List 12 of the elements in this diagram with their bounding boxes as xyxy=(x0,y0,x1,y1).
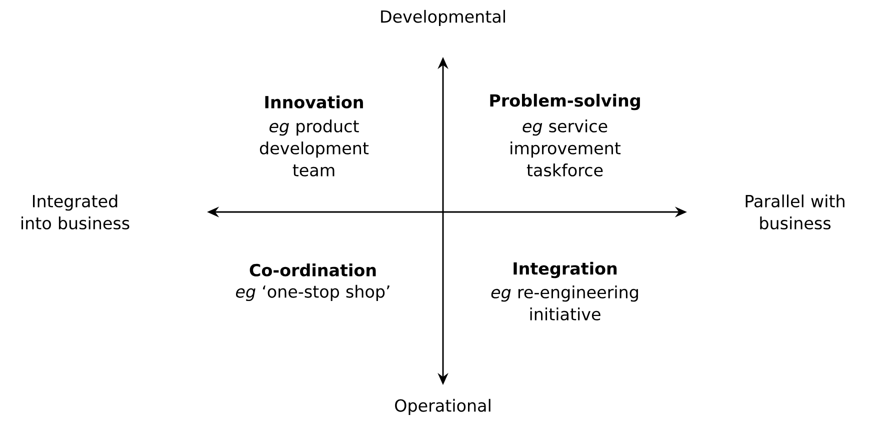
quadrant-example: eg ‘one-stop shop’ xyxy=(236,284,390,302)
axis-label: Operational xyxy=(395,398,490,416)
quadrant-example: eg re-engineering initiative xyxy=(491,286,638,320)
quadrant-heading: Problem-solving xyxy=(490,94,640,110)
quadrant-heading: Co-ordination xyxy=(250,264,376,276)
quadrant-example: eg service improvement taskforce xyxy=(510,120,621,176)
axis-label: Integrated into business xyxy=(22,194,130,230)
quadrant-heading: Innovation xyxy=(265,96,363,108)
quadrant-example: eg product development team xyxy=(260,120,369,176)
axis-label: Developmental xyxy=(381,10,505,26)
axis-label: Parallel with business xyxy=(746,194,844,230)
quadrant-heading: Integration xyxy=(514,262,617,278)
